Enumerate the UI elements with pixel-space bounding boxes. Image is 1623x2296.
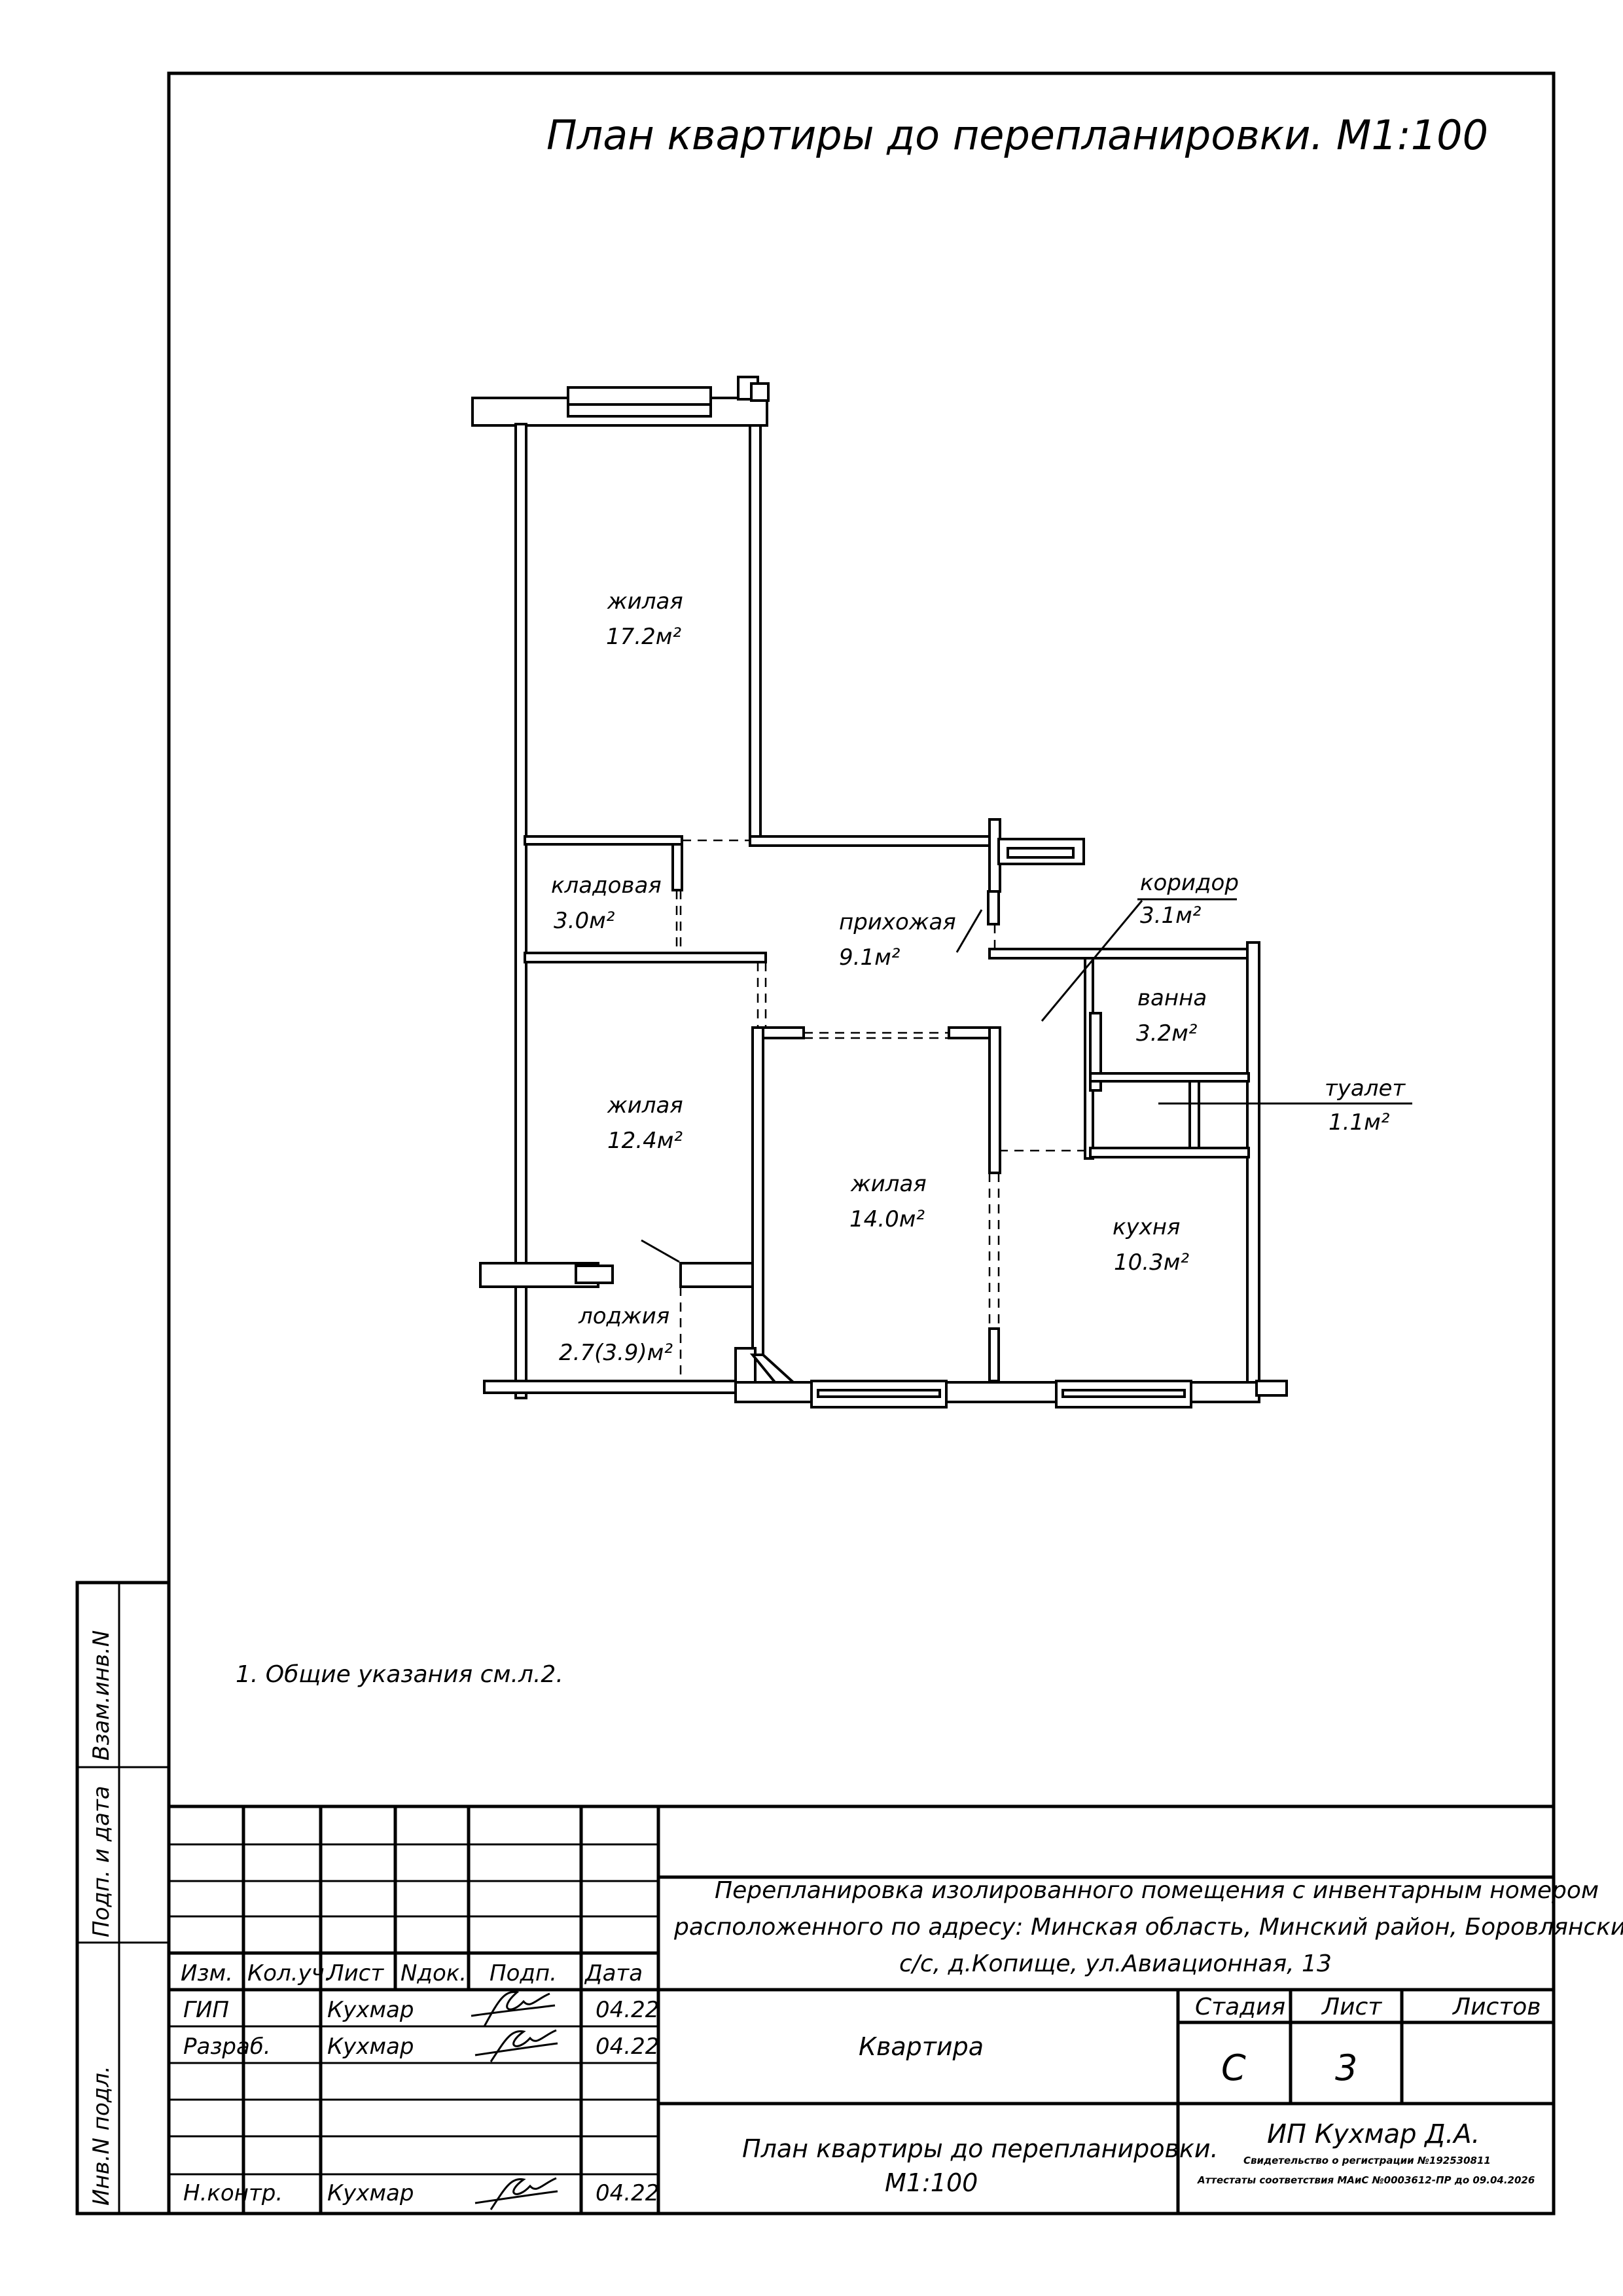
room-area: 3.0м² [554,908,615,934]
room-name: кладовая [551,872,662,899]
room-name: кухня [1113,1214,1180,1240]
header-doc: Nдок. [401,1960,467,1986]
title-block: Изм. Кол.уч. Лист Nдок. Подп. Дата Переп… [167,1804,1623,2215]
general-note: 1. Общие указания см.л.2. [236,1661,563,1688]
room-labels: жилая 17.2м² кладовая 3.0м² прихожая 9.1… [551,588,1406,1366]
room-area: 17.2м² [606,624,681,650]
date-norm-control: 04.22 [596,2180,659,2206]
signature [474,2177,558,2210]
room-area: 9.1м² [839,944,901,971]
date-gip: 04.22 [596,1997,659,2023]
room-name: жилая [607,588,683,615]
side-label-sign-date: Подп. и дата [88,1785,115,1937]
room-area: 10.3м² [1114,1249,1189,1276]
room-area: 3.1м² [1140,903,1202,929]
object-name: Квартира [859,2032,984,2061]
room-area: 1.1м² [1329,1109,1390,1136]
project-line-1: Перепланировка изолированного помещения … [715,1877,1599,1904]
floor-plan [471,376,1412,1408]
signature [471,1991,556,2027]
room-name: лоджия [578,1303,669,1329]
stage-value: С [1221,2047,1246,2089]
stage-header: Стадия [1195,1994,1285,2020]
company-name: ИП Кухмар Д.А. [1267,2119,1480,2149]
attestation-cert: Аттестаты соответствия МАиС №0003612-ПР … [1197,2174,1535,2186]
side-label-inv-original: Инв.N подл. [88,2066,115,2206]
name-norm-control: Кухмар [327,2180,414,2206]
room-name: коридор [1140,870,1239,896]
room-area: 12.4м² [607,1128,683,1154]
room-area: 2.7(3.9)м² [559,1340,673,1366]
name-gip: Кухмар [327,1997,414,2023]
drawing-title: План квартиры до перепланировки. М1:100 [546,111,1488,159]
room-name: туалет [1325,1075,1406,1102]
role-developer: Разраб. [183,2034,271,2060]
side-strip: Взам.инв.N Подп. и дата Инв.N подл. [75,1581,171,2215]
header-count: Кол.уч. [247,1960,332,1986]
name-developer: Кухмар [327,2034,414,2060]
sheets-header: Листов [1452,1994,1541,2020]
signature [474,2029,558,2062]
project-line-3: с/с, д.Копище, ул.Авиационная, 13 [899,1950,1332,1977]
project-line-2: расположенного по адресу: Минская област… [673,1914,1623,1941]
role-norm-control: Н.контр. [183,2180,283,2206]
room-name: ванна [1137,985,1207,1011]
registration-cert: Свидетельство о регистрации №192530811 [1243,2155,1491,2166]
header-change: Изм. [181,1960,233,1986]
date-developer: 04.22 [596,2034,659,2060]
room-name: жилая [850,1171,927,1197]
header-date: Дата [584,1960,643,1986]
role-gip: ГИП [183,1997,229,2023]
sheet-title-line-1: План квартиры до перепланировки. [742,2134,1219,2163]
room-area: 3.2м² [1136,1020,1198,1047]
sheet-title-line-2: М1:100 [885,2168,978,2197]
room-name: прихожая [839,909,956,935]
sheet-value: 3 [1335,2047,1357,2089]
header-sign: Подп. [490,1960,557,1986]
room-name: жилая [607,1092,683,1119]
header-sheet: Лист [326,1960,384,1986]
room-area: 14.0м² [849,1206,925,1232]
sheet-header: Лист [1321,1994,1382,2020]
side-label-replace-inv: Взам.инв.N [88,1630,115,1761]
